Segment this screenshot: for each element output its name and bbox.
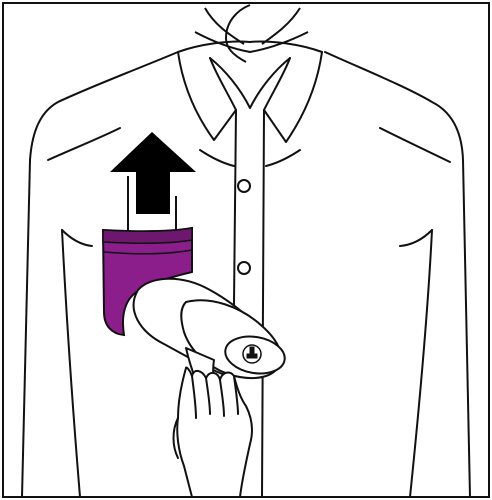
left-sleeve-line [61,229,81,498]
shirt-button-1 [237,179,251,193]
shirt-outline [21,51,471,498]
shirt [21,40,471,498]
collar-right-point [263,51,323,143]
left-armhole [61,229,93,247]
placket-right [261,109,265,498]
shirt-button-2 [237,261,251,275]
collar-left-point [177,51,237,141]
yoke-right [265,149,301,167]
left-shoulder-seam [47,127,121,161]
steamed-area [101,226,193,337]
steam-button-icon [242,344,262,364]
right-sleeve-line [409,229,433,498]
up-arrow-icon [110,132,196,214]
collar-inner [209,57,291,109]
hand-icon [172,366,254,498]
hanger-icon [194,4,309,63]
yoke-left [199,149,235,167]
right-armhole [399,229,433,247]
right-shoulder-seam [379,127,451,163]
motion-guide-lines [127,176,177,230]
collar-band [177,40,323,53]
